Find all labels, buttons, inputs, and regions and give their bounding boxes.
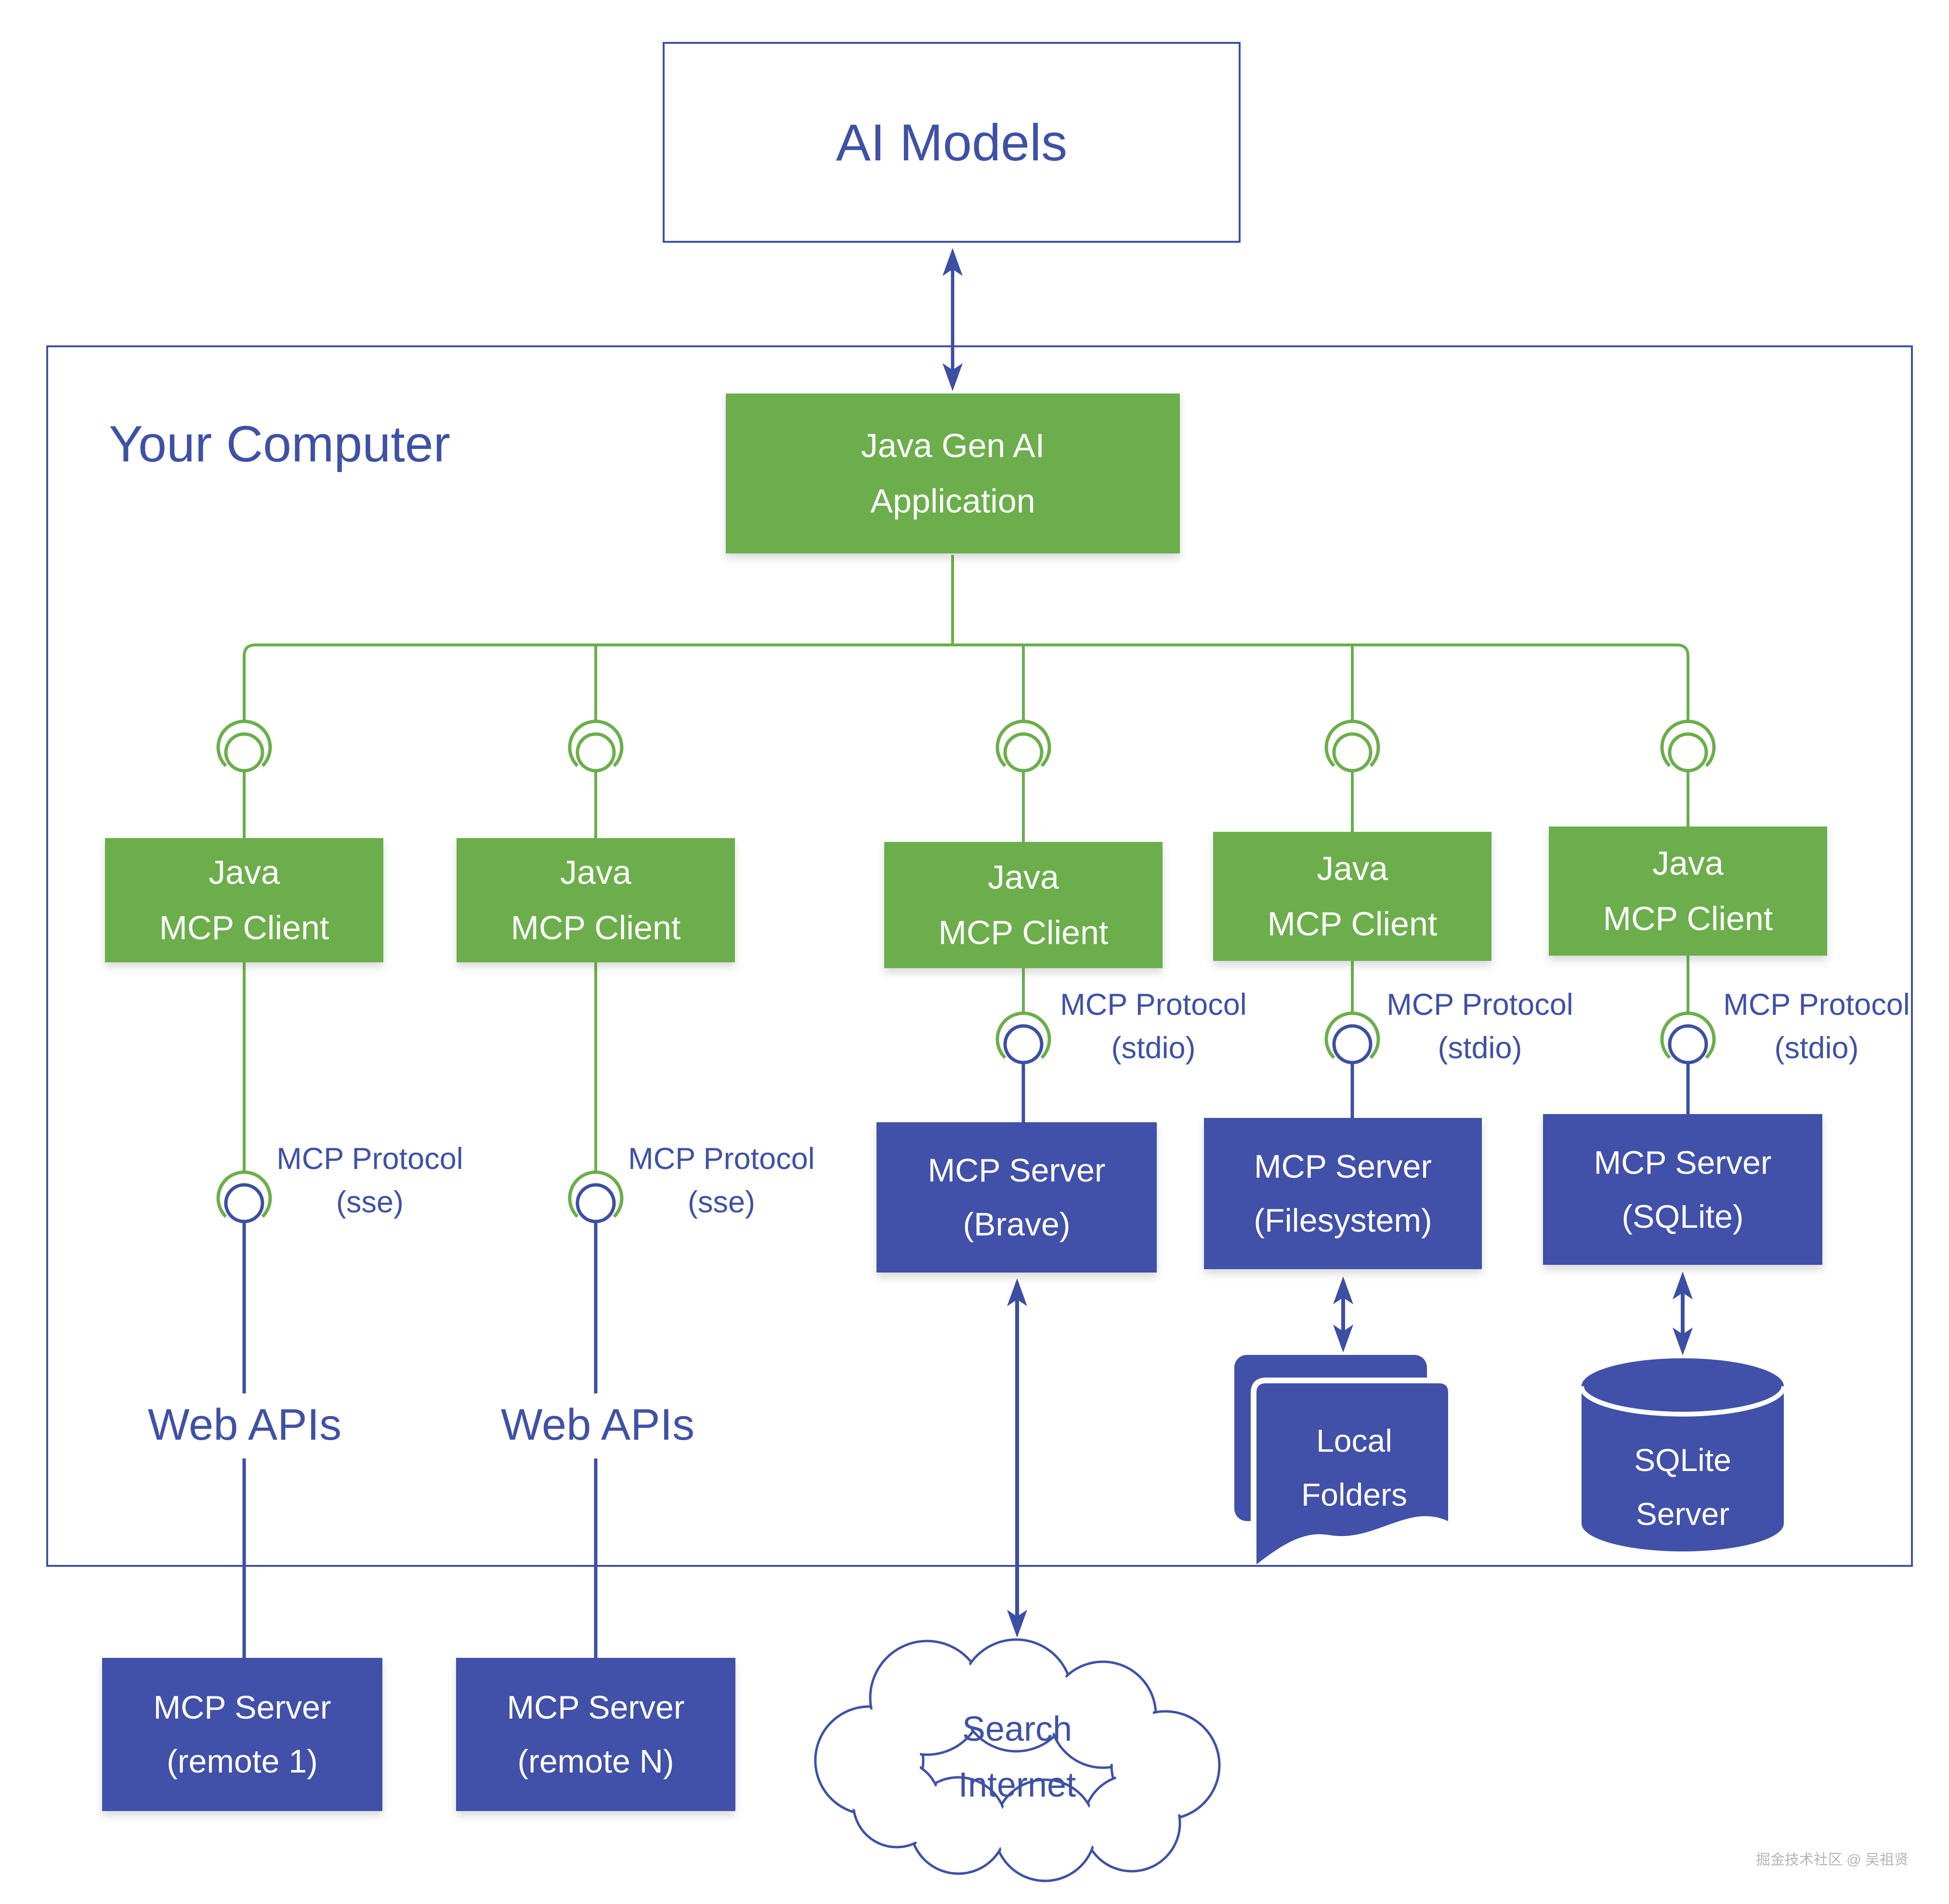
- protocol-1-transport: (sse): [336, 1185, 404, 1219]
- folders-icon: [1234, 1355, 1454, 1576]
- database-cylinder-icon: [1579, 1358, 1786, 1551]
- local-folders-line1: Local: [1316, 1423, 1392, 1458]
- protocol-2-name: MCP Protocol: [628, 1142, 815, 1176]
- protocol-3-name: MCP Protocol: [1060, 988, 1247, 1022]
- remote-n-line1: MCP Server: [507, 1689, 685, 1726]
- protocol-2-transport: (sse): [687, 1185, 755, 1219]
- protocol-socket-connector-icon: [995, 956, 1716, 1122]
- brave-line2: (Brave): [963, 1206, 1071, 1243]
- cloud-line1: Search: [962, 1710, 1073, 1748]
- mcp-server-remote-1-node: MCP Server (remote 1): [102, 1658, 382, 1811]
- remote-1-line2: (remote 1): [167, 1743, 318, 1780]
- remote-n-line2: (remote N): [517, 1743, 674, 1780]
- sqlite-server-line2: Server: [1635, 1496, 1730, 1532]
- web-apis-label-2: Web APIs: [500, 1400, 695, 1449]
- protocol-label-3: MCP Protocol (stdio): [1060, 983, 1246, 1070]
- your-computer-box: [46, 345, 1913, 1567]
- trunk-connector: [243, 555, 1689, 722]
- client-4-line2: MCP Client: [1267, 905, 1438, 943]
- protocol-4-name: MCP Protocol: [1387, 988, 1573, 1022]
- mcp-server-sqlite-node: MCP Server (SQLite): [1543, 1114, 1822, 1265]
- client-4-line1: Java: [1317, 850, 1388, 887]
- web-apis-label-1: Web APIs: [147, 1400, 342, 1449]
- protocol-label-5: MCP Protocol (stdio): [1723, 983, 1910, 1070]
- client-socket-connector-icon: [216, 720, 1716, 773]
- client-2-line1: Java: [560, 854, 631, 891]
- protocol-3-transport: (stdio): [1111, 1031, 1196, 1065]
- mcp-server-brave-node: MCP Server (Brave): [876, 1122, 1157, 1273]
- sqlite-server-label: SQLite Server: [1634, 1433, 1731, 1541]
- sse-socket-connector-icon: [216, 962, 624, 1658]
- cloud-line2: Internet: [958, 1766, 1076, 1804]
- client-3-line1: Java: [988, 858, 1059, 896]
- mcp-server-filesystem-node: MCP Server (Filesystem): [1204, 1118, 1482, 1269]
- mcp-client-node-2: Java MCP Client: [457, 838, 735, 962]
- client-5-line2: MCP Client: [1603, 900, 1773, 937]
- mcp-client-node-1: Java MCP Client: [105, 838, 383, 962]
- gen-ai-app-node: Java Gen AI Application: [726, 394, 1180, 553]
- client-3-line2: MCP Client: [938, 914, 1109, 951]
- protocol-4-transport: (stdio): [1438, 1031, 1522, 1065]
- local-folders-label: Local Folders: [1301, 1414, 1407, 1522]
- app-label-line1: Java Gen AI: [861, 427, 1045, 464]
- client-2-line2: MCP Client: [510, 909, 681, 946]
- socket-to-client-stubs: [243, 771, 1689, 843]
- ai-models-label: AI Models: [836, 113, 1068, 171]
- protocol-label-2: MCP Protocol (sse): [628, 1137, 814, 1224]
- protocol-1-name: MCP Protocol: [276, 1142, 463, 1176]
- mcp-client-node-5: Java MCP Client: [1549, 827, 1827, 956]
- filesystem-folders-double-arrow-icon: [1333, 1276, 1353, 1352]
- remote-1-line1: MCP Server: [153, 1689, 331, 1726]
- sqlite-db-double-arrow-icon: [1673, 1272, 1693, 1355]
- protocol-label-1: MCP Protocol (sse): [276, 1137, 463, 1224]
- client-5-line1: Java: [1652, 844, 1724, 882]
- search-internet-label: Search Internet: [958, 1701, 1076, 1813]
- protocol-5-transport: (stdio): [1774, 1031, 1859, 1065]
- mcp-client-node-3: Java MCP Client: [884, 842, 1163, 968]
- protocol-5-name: MCP Protocol: [1723, 988, 1910, 1022]
- cloud-shape: [814, 1638, 1221, 1882]
- ai-app-double-arrow-icon: [942, 248, 963, 391]
- filesystem-line2: (Filesystem): [1254, 1202, 1432, 1239]
- client-1-line1: Java: [209, 854, 280, 891]
- protocol-label-4: MCP Protocol (stdio): [1387, 983, 1573, 1070]
- your-computer-label: Your Computer: [109, 416, 451, 473]
- mcp-client-node-4: Java MCP Client: [1213, 832, 1491, 961]
- client-1-line2: MCP Client: [159, 909, 329, 946]
- local-folders-line2: Folders: [1301, 1477, 1408, 1512]
- ai-models-box: AI Models: [663, 42, 1241, 243]
- app-label-line2: Application: [870, 482, 1035, 520]
- brave-line1: MCP Server: [928, 1152, 1106, 1189]
- mcp-server-remote-n-node: MCP Server (remote N): [456, 1658, 735, 1811]
- sqlite-server-line1: SQLite: [1634, 1442, 1731, 1478]
- sqlite-line2: (SQLite): [1622, 1198, 1744, 1235]
- filesystem-line1: MCP Server: [1254, 1148, 1432, 1185]
- watermark-label: 掘金技术社区 @ 吴祖贤: [1755, 1852, 1909, 1868]
- sqlite-line1: MCP Server: [1594, 1144, 1772, 1181]
